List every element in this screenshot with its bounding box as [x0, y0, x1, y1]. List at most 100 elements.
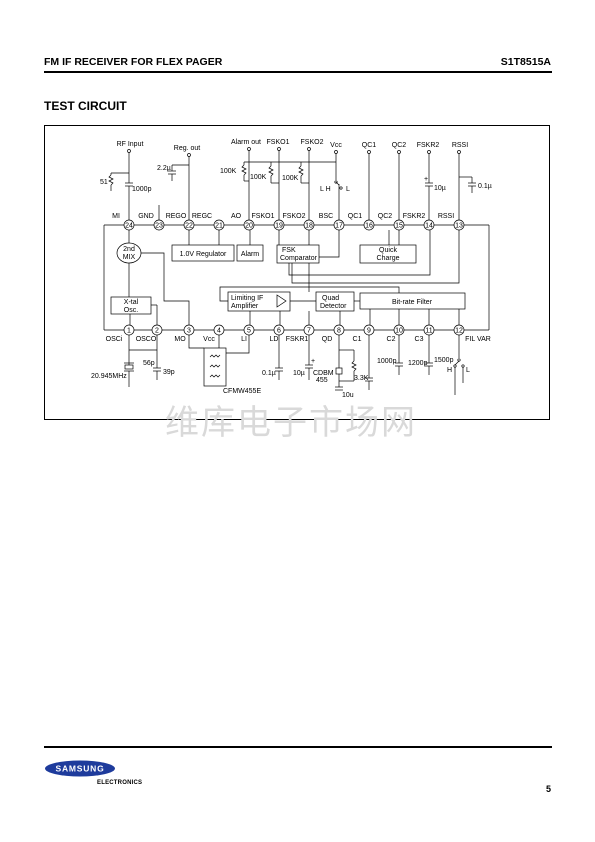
c-1000p-bot: 1000p: [377, 358, 397, 365]
pin-6: 6LD: [270, 324, 285, 343]
pin-11-label: C3: [415, 336, 424, 343]
svg-text:19: 19: [275, 223, 283, 230]
c-0-1u-top: 0.1µ: [478, 183, 492, 190]
r-100k-c: 100K: [282, 175, 299, 182]
r-100k-b: 100K: [250, 174, 267, 181]
block-fsk-comparator: [276, 244, 320, 264]
pin-10-label: C2: [387, 336, 396, 343]
bottom-external: 20.945MHz 56p 39p CFMW455E 0.1µ + 10µ: [91, 335, 470, 399]
svg-text:12: 12: [455, 328, 463, 335]
qc1-term-label: QC1: [362, 142, 377, 149]
mix-label-1: 2nd: [123, 246, 135, 253]
pin-18: 18 FSKO2: [283, 213, 315, 231]
logo-ellipse: [45, 760, 115, 777]
svg-text:23: 23: [155, 223, 163, 230]
pin-14-label: FSKR2: [403, 213, 426, 220]
c-56p: 56p: [143, 360, 155, 367]
fsk-label-2: Comparator: [280, 255, 318, 262]
pin-18-label: FSKO2: [283, 213, 306, 220]
pin-8: 8QD: [322, 324, 345, 343]
c-10u-top: 10µ: [434, 185, 446, 192]
pin-16-label: QC1: [348, 213, 363, 220]
block-2nd-mix: 2nd MIX: [116, 242, 142, 264]
fsko1-term-label: FSKO1: [267, 139, 290, 146]
xtal-label-2: Osc.: [124, 307, 138, 314]
part-number: S1T8515A: [500, 56, 551, 68]
svg-text:9: 9: [367, 328, 371, 335]
mix-label-2: MIX: [123, 254, 136, 261]
quick-label-1: Quick: [379, 247, 397, 254]
c-10u-bot: 10µ: [293, 370, 305, 377]
pin-3: 3MO: [174, 324, 195, 343]
svg-text:21: 21: [215, 223, 223, 230]
pin-12-label: FIL VAR: [465, 336, 491, 343]
svg-text:20: 20: [245, 223, 253, 230]
switch-bot-l: L: [466, 367, 470, 374]
svg-text:17: 17: [335, 223, 343, 230]
pin-24: 24 MI: [112, 213, 135, 231]
svg-text:24: 24: [125, 223, 133, 230]
block-limiting-if: [227, 291, 291, 312]
xtal-label-1: X-tal: [124, 299, 139, 306]
svg-text:7: 7: [307, 328, 311, 335]
pin-3-label: MO: [174, 336, 186, 343]
svg-text:2: 2: [155, 328, 159, 335]
vcc-term-label: Vcc: [330, 142, 342, 149]
pin-24-label: MI: [112, 213, 120, 220]
header-rule: [44, 71, 552, 73]
pin-5: 5LI: [241, 324, 255, 343]
internal-wiring: [128, 230, 460, 325]
logo-subtitle: ELECTRONICS: [97, 780, 143, 786]
block-quick-charge: [359, 244, 417, 264]
lim-label-1: Limiting IF: [231, 295, 263, 302]
fskr2-term-label: FSKR2: [417, 142, 440, 149]
svg-text:1: 1: [127, 328, 131, 335]
pin-17-label: BSC: [319, 213, 333, 220]
quad-label-2: Detector: [320, 303, 347, 310]
plus-fskr1: +: [311, 358, 315, 365]
circuit-frame: [44, 125, 550, 420]
svg-text:13: 13: [455, 223, 463, 230]
lim-label-2: Amplifier: [231, 303, 259, 310]
r-51: 51: [100, 179, 108, 186]
pin-20-label: AO: [231, 213, 242, 220]
svg-text:6: 6: [277, 328, 281, 335]
svg-text:10: 10: [395, 328, 403, 335]
block-quad-detector: [315, 291, 355, 312]
switch-top-l: L: [346, 186, 350, 193]
document-title: FM IF RECEIVER FOR FLEX PAGER: [44, 56, 223, 68]
bitrate-label: Bit-rate Filter: [392, 299, 433, 306]
pin-23-label: GND: [138, 213, 154, 220]
fsko2-term-label: FSKO2: [301, 139, 324, 146]
section-title: TEST CIRCUIT: [44, 99, 127, 113]
ic-outline: [103, 224, 490, 331]
logo-text: SAMSUNG: [55, 764, 104, 774]
cdbm-2: 455: [316, 377, 328, 384]
pin-5-label: LI: [241, 336, 247, 343]
pin-13-label: RSSI: [438, 213, 454, 220]
rssi-term-label: RSSI: [452, 142, 468, 149]
r-3-3k: 3.3K: [354, 375, 369, 382]
pin-6-label: LD: [270, 336, 279, 343]
quad-label-1: Quad: [322, 295, 339, 302]
watermark: 维库电子市场网: [165, 403, 417, 443]
quick-label-2: Charge: [377, 255, 400, 262]
switch-top-lh: L H: [320, 186, 331, 193]
pin-4-label: Vcc: [203, 336, 215, 343]
svg-text:8: 8: [337, 328, 341, 335]
svg-text:14: 14: [425, 223, 433, 230]
c-1200p: 1200p: [408, 360, 428, 367]
svg-text:18: 18: [305, 223, 313, 230]
plus-fskr2: +: [424, 176, 428, 183]
